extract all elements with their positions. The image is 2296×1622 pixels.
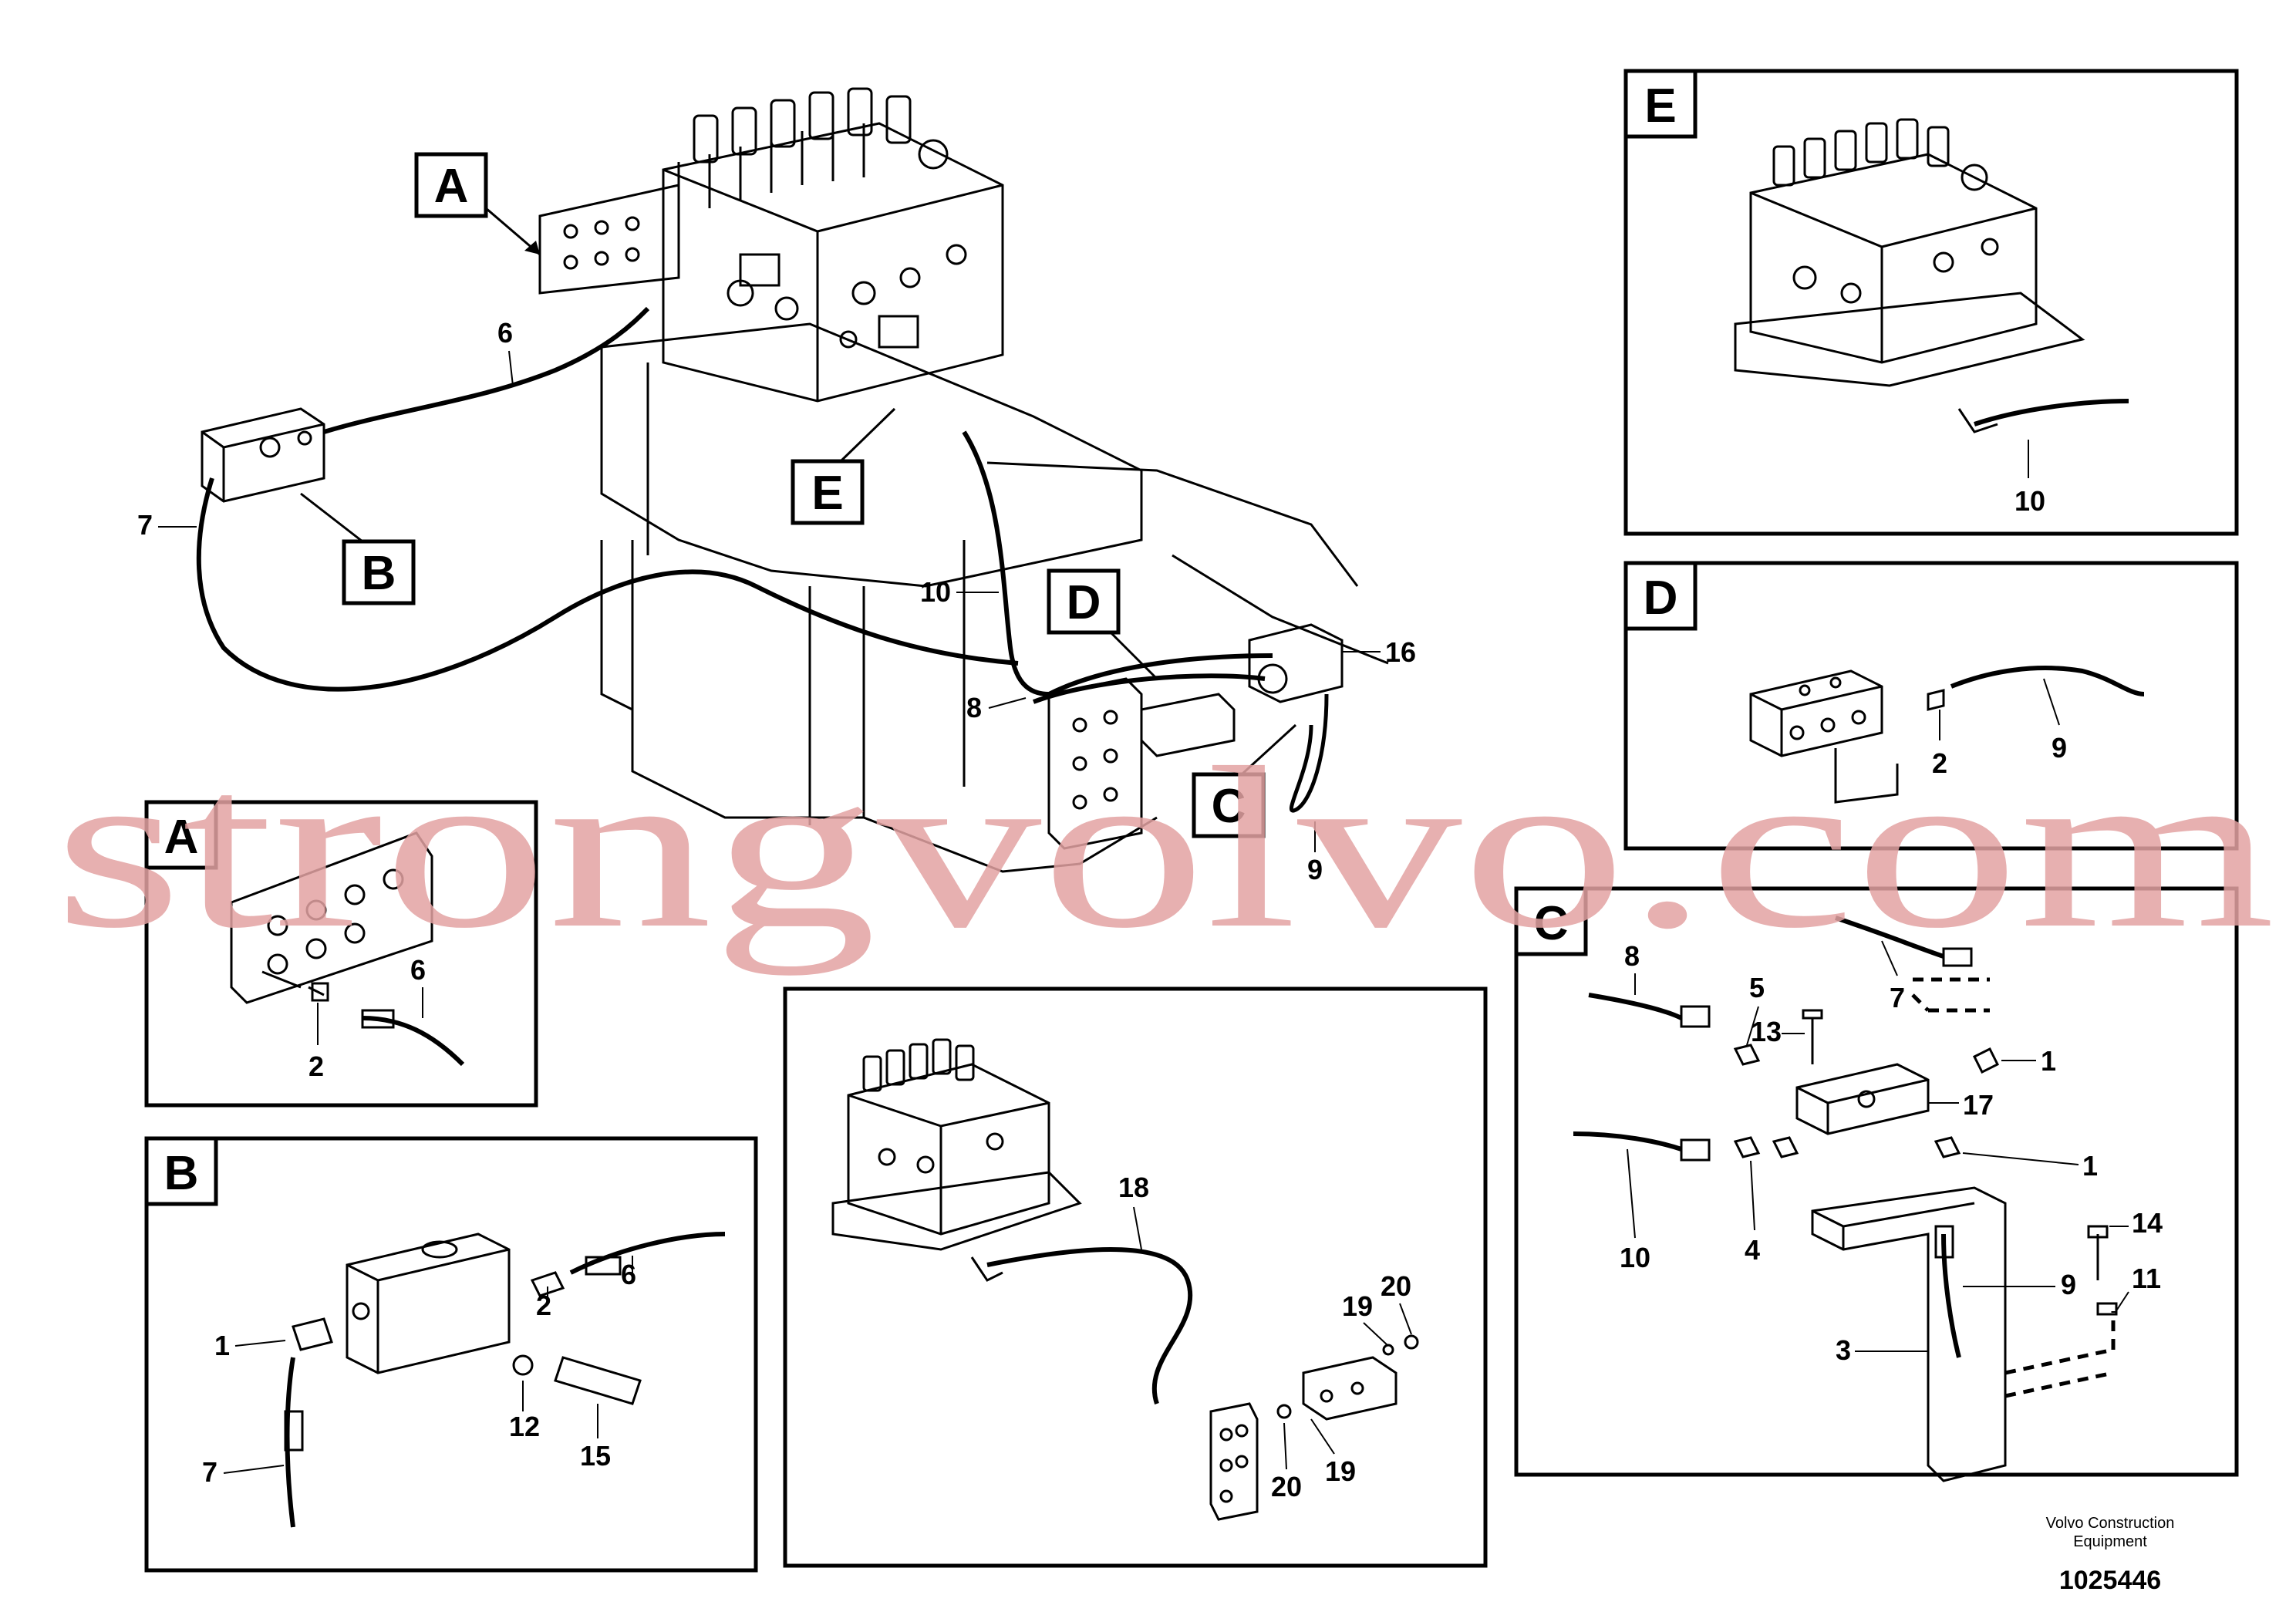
part-number-label: 8: [966, 692, 982, 723]
valve-block-b: [201, 407, 325, 503]
part-number-label: 7: [137, 509, 153, 541]
part-number-label: 5: [1749, 972, 1765, 1003]
manifold-d: [1047, 677, 1236, 850]
hose-9-d: [1950, 666, 2145, 696]
brand-line-2: Equipment: [2073, 1533, 2147, 1550]
view-letter-label: D: [1067, 576, 1101, 629]
solenoid-block-16: [1248, 623, 1344, 703]
part-number-label: 20: [1271, 1471, 1302, 1502]
detail-c: C 8: [1514, 886, 2239, 1482]
part-number-label: 16: [1385, 636, 1416, 668]
view-letter-label: B: [362, 547, 396, 600]
view-letter-label: D: [1644, 572, 1678, 625]
part-number-label: 10: [920, 576, 951, 608]
part-number-label: 9: [2052, 732, 2067, 764]
hose-9-c: [1941, 1233, 1961, 1358]
main-assembly-view: [196, 87, 1389, 873]
part-number-label: 17: [1963, 1089, 1994, 1121]
hose-6: [323, 306, 650, 434]
part-number-label: 1: [2082, 1150, 2098, 1182]
view-letter-label: B: [164, 1147, 199, 1200]
drawing-number: 1025446: [2059, 1566, 2161, 1595]
control-valve-block: [662, 87, 1004, 403]
part-number-label: 10: [1620, 1242, 1650, 1273]
part-number-label: 9: [1307, 854, 1323, 885]
part-number-label: 14: [2132, 1207, 2163, 1239]
hose-8-c: [1588, 993, 1683, 1020]
hose-6-a: [362, 1016, 465, 1067]
detail-mid: 18 19 20 19 20: [783, 986, 1488, 1568]
callout-d: D: [1047, 568, 1158, 680]
part-number-label: 13: [1751, 1016, 1782, 1047]
part-number-label: 7: [1890, 982, 1905, 1013]
detail-d: D 2 9: [1623, 561, 2239, 851]
part-number-label: 10: [2014, 485, 2045, 517]
part-number-label: 1: [2041, 1045, 2056, 1077]
callout-a: A: [414, 152, 541, 256]
hose-18: [986, 1247, 1193, 1404]
view-letter-label: E: [1644, 79, 1676, 133]
part-number-label: 2: [308, 1050, 324, 1082]
detail-b: B 1 2 6 7 12 15: [144, 1136, 758, 1573]
hose-9: [1290, 693, 1329, 813]
view-letter-label: C: [1212, 780, 1246, 833]
part-number-label: 2: [536, 1290, 551, 1321]
part-number-label: 19: [1342, 1290, 1373, 1322]
view-letter-label: E: [811, 467, 843, 520]
part-number-label: 3: [1836, 1334, 1851, 1366]
hose-7: [196, 477, 1019, 692]
view-letter-label: A: [434, 160, 469, 213]
detail-e: E 10: [1623, 69, 2239, 536]
watermark: strongvolvo.com: [54, 720, 2275, 976]
part-number-label: 9: [2061, 1269, 2076, 1300]
part-number-label: 1: [214, 1330, 230, 1361]
part-number-label: 8: [1624, 940, 1640, 972]
hose-7-c: [1835, 916, 1944, 959]
part-number-label: 4: [1745, 1234, 1760, 1266]
mounting-plate: [538, 184, 680, 295]
callout-b: B: [300, 492, 416, 605]
part-number-label: 6: [497, 317, 513, 349]
part-number-label: 6: [621, 1259, 636, 1290]
callout-e: E: [791, 407, 896, 525]
brand-line-1: Volvo Construction: [2046, 1515, 2175, 1532]
callout-c: C: [1192, 723, 1297, 838]
hose-10-e: [1974, 399, 2129, 427]
part-number-label: 6: [410, 954, 426, 986]
hose-10-c: [1573, 1131, 1682, 1152]
part-number-label: 19: [1325, 1455, 1356, 1487]
part-number-label: 15: [580, 1440, 611, 1472]
hose-10: [962, 430, 1050, 696]
part-number-label: 12: [509, 1411, 540, 1442]
main-part-labels: 6 7 10 8 16 9: [137, 317, 1416, 885]
part-number-label: 11: [2132, 1263, 2161, 1294]
part-number-label: 20: [1381, 1270, 1411, 1302]
publisher-block: Volvo Construction Equipment 1025446: [2046, 1515, 2175, 1595]
hose-6-b: [569, 1232, 726, 1275]
hose-7-b: [285, 1357, 295, 1528]
view-letter-label: A: [164, 811, 199, 864]
part-number-label: 7: [202, 1456, 217, 1488]
detail-a: A 2 6: [144, 800, 538, 1108]
part-number-label: 2: [1932, 747, 1947, 779]
hose-8: [1032, 653, 1273, 704]
part-number-label: 18: [1118, 1172, 1149, 1203]
view-letter-label: C: [1534, 897, 1569, 950]
bracket-3: [1811, 1186, 2007, 1482]
